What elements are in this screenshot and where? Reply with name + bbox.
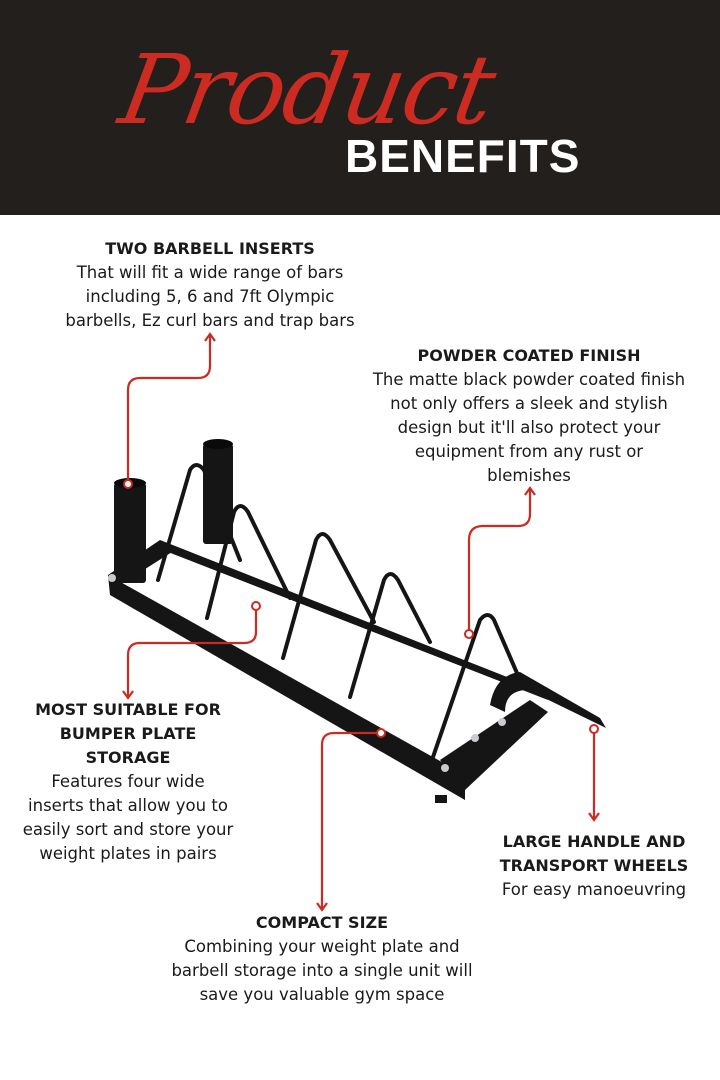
rack-illustration (108, 439, 606, 803)
leader-dots (123, 479, 599, 738)
callout-handle-wheels: LARGE HANDLE AND TRANSPORT WHEELS For ea… (486, 830, 702, 902)
callout-heading: TWO BARBELL INSERTS (105, 239, 315, 258)
callout-heading: MOST SUITABLE FOR (35, 700, 221, 719)
callout-text: easily sort and store your (22, 820, 234, 839)
callout-text: blemishes (487, 466, 571, 485)
callout-text: inserts that allow you to (28, 796, 228, 815)
callout-heading: STORAGE (85, 748, 171, 767)
callout-heading: BUMPER PLATE (59, 724, 197, 743)
callout-text: barbells, Ez curl bars and trap bars (65, 311, 355, 330)
callout-text: equipment from any rust or (414, 442, 644, 461)
plate-inserts (156, 463, 522, 762)
callout-heading: COMPACT SIZE (255, 913, 389, 932)
callout-text: not only offers a sleek and stylish (390, 394, 668, 413)
callout-text: Features four wide (51, 772, 205, 791)
callout-text: For easy manoeuvring (501, 880, 687, 899)
callout-heading: POWDER COATED FINISH (417, 346, 641, 365)
header-banner: Product BENEFITS (0, 0, 720, 215)
callout-barbell-inserts: TWO BARBELL INSERTS That will fit a wide… (50, 237, 370, 333)
callout-powder-coated: POWDER COATED FINISH The matte black pow… (358, 344, 700, 488)
callout-text: save you valuable gym space (199, 985, 445, 1004)
leader-arrowheads (122, 332, 600, 912)
callout-text: weight plates in pairs (39, 844, 217, 863)
callout-heading: LARGE HANDLE AND (502, 832, 686, 851)
callout-text: including 5, 6 and 7ft Olympic (85, 287, 335, 306)
callout-text: design but it'll also protect your (397, 418, 661, 437)
callout-heading: TRANSPORT WHEELS (499, 856, 689, 875)
leader-lines (126, 336, 596, 908)
callout-bumper-storage: MOST SUITABLE FOR BUMPER PLATE STORAGE F… (10, 698, 246, 866)
callout-text: That will fit a wide range of bars (76, 263, 344, 282)
benefits-title: BENEFITS (345, 130, 581, 182)
callout-text: barbell storage into a single unit will (171, 961, 473, 980)
callout-text: Combining your weight plate and (184, 937, 460, 956)
callout-compact-size: COMPACT SIZE Combining your weight plate… (152, 911, 492, 1007)
callout-text: The matte black powder coated finish (372, 370, 686, 389)
